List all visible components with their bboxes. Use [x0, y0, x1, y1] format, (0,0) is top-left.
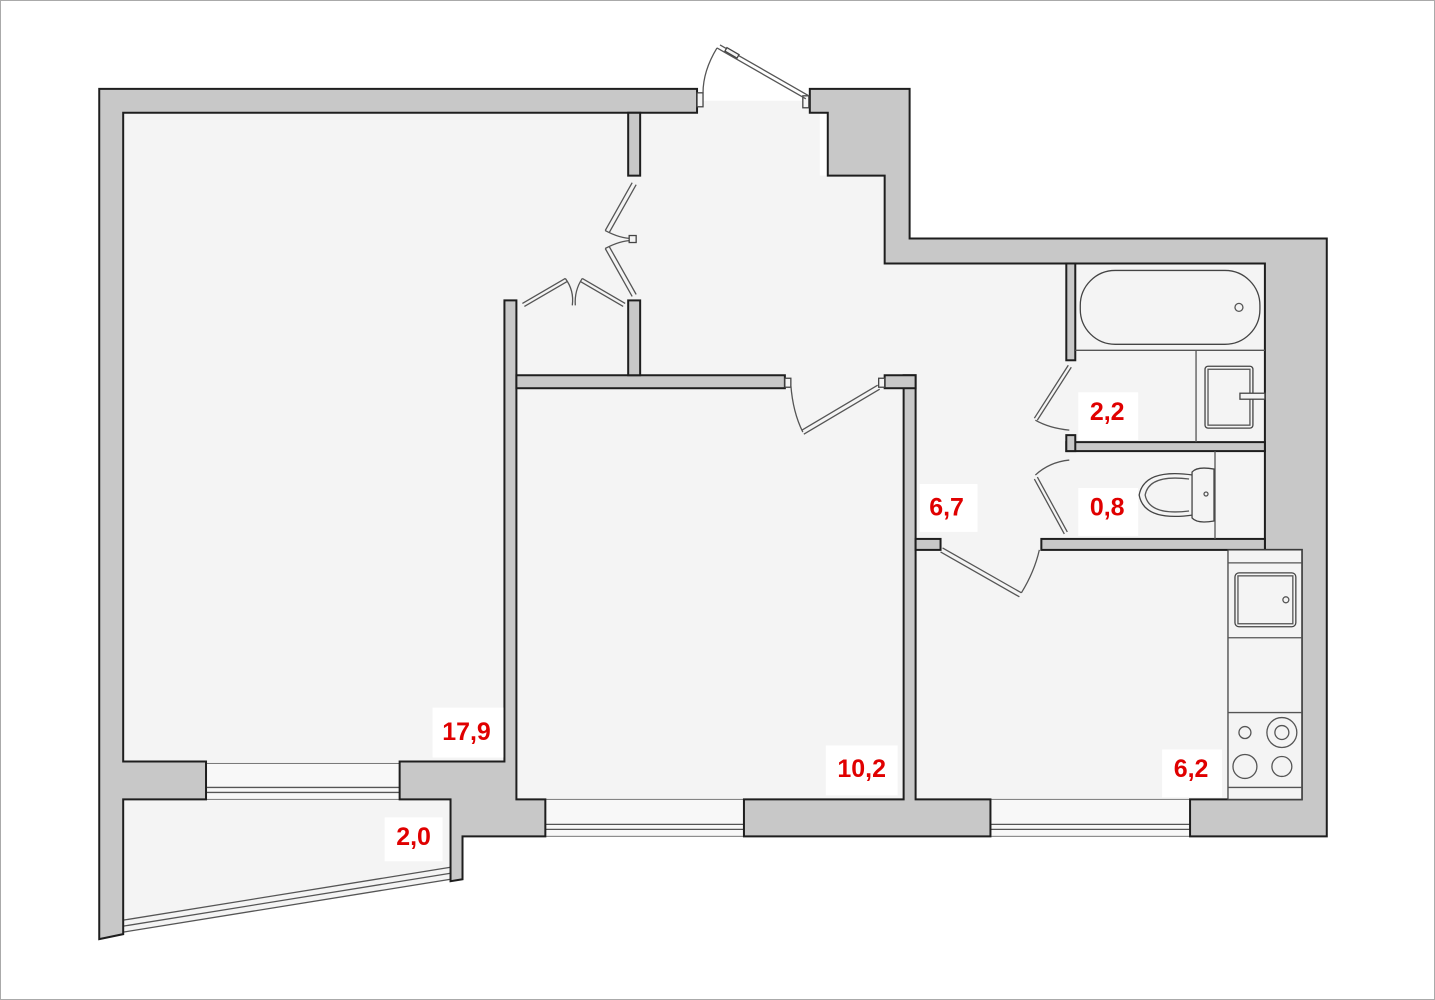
wall-stub — [883, 374, 917, 390]
area-label-bedroom: 10,2 — [837, 755, 886, 783]
area-label-living-room: 17,9 — [442, 718, 491, 746]
entrance-door[interactable] — [696, 44, 810, 109]
area-label-toilet: 0,8 — [1090, 494, 1125, 522]
wall-stub-kitchen — [914, 537, 942, 551]
walls — [98, 87, 1328, 941]
toilet-icon — [1138, 467, 1215, 523]
kitchen-sink-icon — [1234, 572, 1297, 628]
wall-bedroom-kitchen — [742, 374, 992, 838]
bedroom-door[interactable] — [784, 377, 886, 435]
wall-stub-bath — [1065, 434, 1077, 453]
wall-bath-toilet — [1065, 441, 1266, 453]
area-label-bathroom: 2,2 — [1090, 398, 1125, 426]
wall-closet — [627, 299, 642, 377]
kitchen-door[interactable] — [940, 547, 1040, 598]
bathtub-icon — [1079, 269, 1261, 345]
area-label-kitchen: 6,2 — [1174, 755, 1209, 783]
fixtures — [1075, 269, 1303, 801]
closet-doors[interactable] — [522, 182, 637, 307]
area-labels: 17,9 10,2 6,7 2,2 0,8 6,2 2,0 — [384, 392, 1222, 862]
wall-bath — [1065, 262, 1077, 362]
wall-living-bedroom — [398, 299, 547, 883]
floor-area — [111, 100, 1304, 935]
wall-closet-top — [627, 111, 642, 177]
area-label-balcony: 2,0 — [396, 823, 431, 851]
doors — [522, 44, 1072, 598]
toilet-door[interactable] — [1033, 459, 1070, 535]
stove-icon — [1232, 716, 1298, 780]
bathroom-door[interactable] — [1033, 364, 1072, 431]
area-label-hallway: 6,7 — [929, 494, 964, 522]
wall-toilet-kitchen — [1040, 537, 1266, 551]
wall-bedroom-top — [515, 374, 786, 390]
